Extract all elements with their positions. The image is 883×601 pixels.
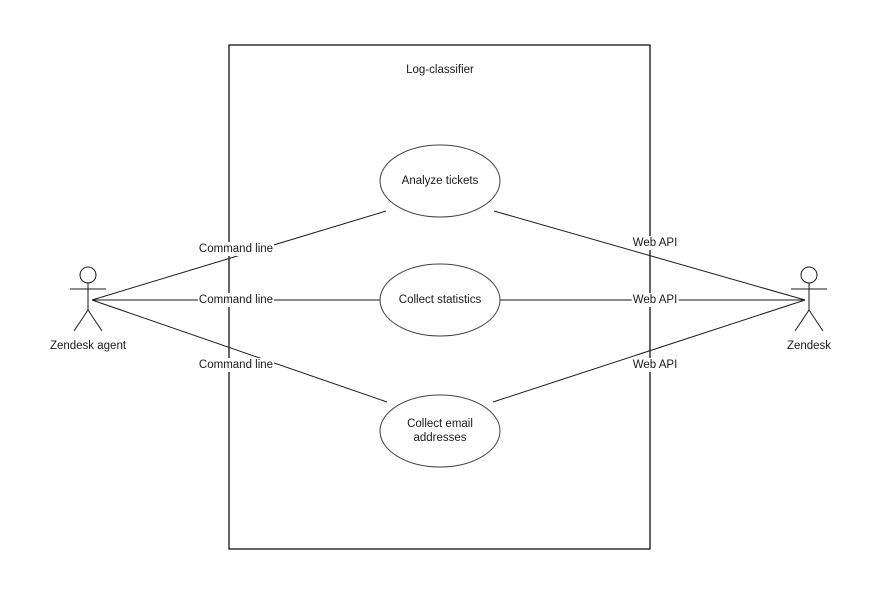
use-case-label-line-2: addresses	[413, 432, 467, 444]
use-case-label-analyze-tickets: Analyze tickets	[401, 175, 479, 187]
actor-leg-left-line	[73, 309, 89, 332]
association-label-email-zendesk: Web API	[631, 358, 679, 372]
use-case-ellipse-analyze-tickets[interactable]	[379, 144, 501, 218]
association-line-email-zendesk	[492, 299, 806, 403]
use-case-ellipse-collect-statistics[interactable]	[379, 263, 501, 337]
association-label-agent-analyze: Command line	[197, 242, 275, 256]
actor-leg-right-line	[808, 309, 824, 332]
association-label-analyze-zendesk: Web API	[631, 236, 679, 250]
actor-figure-zendesk-agent[interactable]	[70, 266, 106, 332]
actor-leg-right-line	[87, 309, 103, 332]
association-label-agent-statistics: Command line	[197, 293, 275, 307]
use-case-ellipse-collect-email-addresses[interactable]	[379, 394, 501, 468]
use-case-label-collect-email-addresses: Collect email addresses	[407, 417, 473, 445]
association-label-statistics-zendesk: Web API	[631, 293, 679, 307]
actor-head-icon	[79, 266, 97, 284]
use-case-label-line-1: Collect email	[407, 418, 473, 430]
association-line-analyze-zendesk	[493, 210, 806, 301]
actor-label-zendesk: Zendesk	[786, 340, 832, 352]
system-title: Log-classifier	[406, 64, 474, 76]
use-case-label-collect-statistics: Collect statistics	[398, 294, 482, 306]
actor-leg-left-line	[794, 309, 810, 332]
actor-head-icon	[800, 266, 818, 284]
association-line-agent-email	[91, 299, 388, 403]
actor-label-zendesk-agent: Zendesk agent	[49, 340, 127, 352]
actor-figure-zendesk[interactable]	[791, 266, 827, 332]
association-label-agent-email: Command line	[197, 358, 275, 372]
